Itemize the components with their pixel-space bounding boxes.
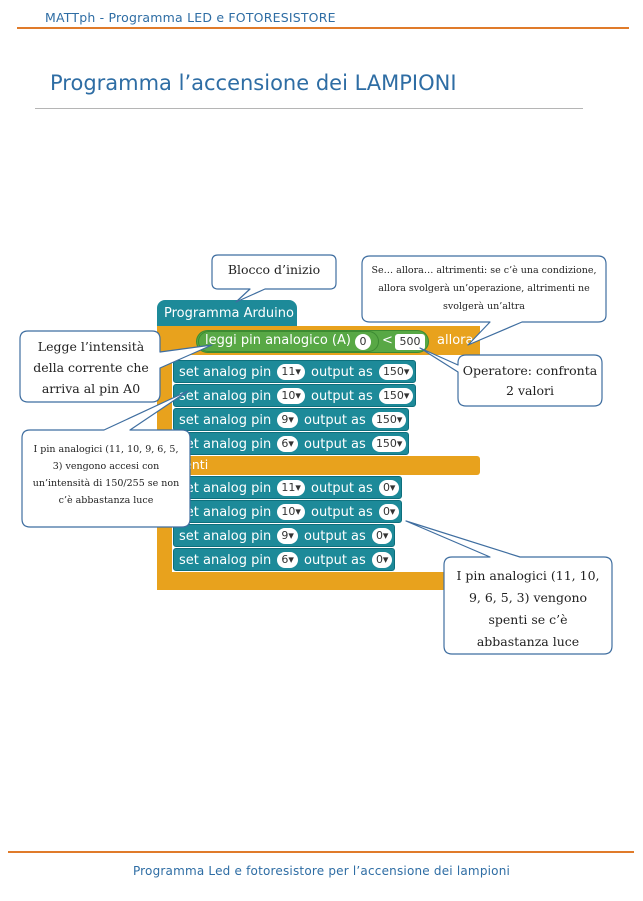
callout-on-bubble	[21, 390, 191, 528]
analog-read-pin-field[interactable]: 0	[355, 334, 371, 350]
block-text: output as	[304, 413, 366, 428]
block-text: output as	[311, 365, 373, 380]
block-text: set analog pin	[179, 505, 272, 520]
block-text: set analog pin	[179, 389, 272, 404]
callout-start-text: Blocco d’inizio	[227, 262, 321, 277]
block-text: set analog pin	[179, 365, 272, 380]
set-analog-pin-block[interactable]: set analog pin 9▾ output as 150▾	[173, 408, 410, 431]
pin-dropdown[interactable]: 10▾	[277, 387, 305, 404]
callout-off-bubble	[405, 520, 613, 655]
footer-divider	[8, 851, 634, 853]
block-text: set analog pin	[179, 413, 272, 428]
pin-dropdown[interactable]: 11▾	[277, 363, 305, 380]
callout-ifelse-text: Se… allora… altrimenti: se c’è una condi…	[371, 265, 597, 312]
block-text: output as	[311, 505, 373, 520]
set-analog-pin-block[interactable]: set analog pin 6▾ output as 150▾	[173, 432, 410, 455]
pin-dropdown[interactable]: 6▾	[277, 551, 298, 568]
compare-operator[interactable]: <	[382, 333, 393, 348]
then-label: allora	[437, 333, 474, 348]
set-analog-pin-block[interactable]: set analog pin 10▾ output as 0▾	[173, 500, 403, 523]
threshold-value-field[interactable]: 500	[395, 334, 425, 350]
block-text: output as	[304, 437, 366, 452]
block-text: output as	[304, 553, 366, 568]
block-text: output as	[311, 481, 373, 496]
set-analog-pin-block[interactable]: set analog pin 11▾ output as 0▾	[173, 476, 403, 499]
set-analog-pin-block[interactable]: set analog pin 9▾ output as 0▾	[173, 524, 396, 547]
block-text: output as	[304, 529, 366, 544]
title-divider	[35, 108, 583, 109]
value-dropdown[interactable]: 0▾	[371, 527, 393, 544]
pin-dropdown[interactable]: 11▾	[277, 479, 305, 496]
analog-read-label: leggi pin analogico (A)	[205, 333, 351, 348]
set-analog-pin-block[interactable]: set analog pin 10▾ output as 150▾	[173, 384, 417, 407]
block-text: set analog pin	[179, 481, 272, 496]
else-branch-bar	[157, 456, 480, 475]
pin-dropdown[interactable]: 9▾	[277, 411, 298, 428]
pin-dropdown[interactable]: 9▾	[277, 527, 298, 544]
block-text: set analog pin	[179, 553, 272, 568]
callout-read-bubble	[19, 330, 213, 403]
program-start-block[interactable]: Programma Arduino	[157, 300, 297, 326]
header-divider	[17, 27, 629, 29]
callout-start-bubble	[211, 254, 337, 303]
callout-read-text: Legge l’intensità della corrente che arr…	[33, 339, 149, 396]
value-dropdown[interactable]: 150▾	[371, 411, 407, 428]
header-title: MATTph - Programma LED e FOTORESISTORE	[45, 10, 336, 25]
block-text: set analog pin	[179, 529, 272, 544]
value-dropdown[interactable]: 0▾	[371, 551, 393, 568]
callout-off-text: I pin analogici (11, 10, 9, 6, 5, 3) ven…	[456, 568, 600, 649]
value-dropdown[interactable]: 0▾	[378, 479, 400, 496]
callout-on-text: I pin analogici (11, 10, 9, 6, 5, 3) ven…	[32, 444, 180, 506]
block-text: set analog pin	[179, 437, 272, 452]
pin-dropdown[interactable]: 10▾	[277, 503, 305, 520]
callout-operator-text: Operatore: confronta 2 valori	[462, 363, 598, 398]
footer-text: Programma Led e fotoresistore per l’acce…	[132, 864, 511, 878]
value-dropdown[interactable]: 150▾	[378, 387, 414, 404]
page-title: Programma l’accensione dei LAMPIONI	[50, 71, 457, 95]
callout-ifelse-bubble	[361, 255, 607, 346]
if-block-footer	[157, 572, 452, 590]
set-analog-pin-block[interactable]: set analog pin 11▾ output as 150▾	[173, 360, 417, 383]
analog-read-block[interactable]	[198, 331, 379, 352]
value-dropdown[interactable]: 0▾	[378, 503, 400, 520]
pin-dropdown[interactable]: 6▾	[277, 435, 298, 452]
set-analog-pin-block[interactable]: set analog pin 6▾ output as 0▾	[173, 548, 396, 571]
block-text: output as	[311, 389, 373, 404]
value-dropdown[interactable]: 150▾	[371, 435, 407, 452]
value-dropdown[interactable]: 150▾	[378, 363, 414, 380]
callout-operator-bubble	[419, 347, 603, 407]
